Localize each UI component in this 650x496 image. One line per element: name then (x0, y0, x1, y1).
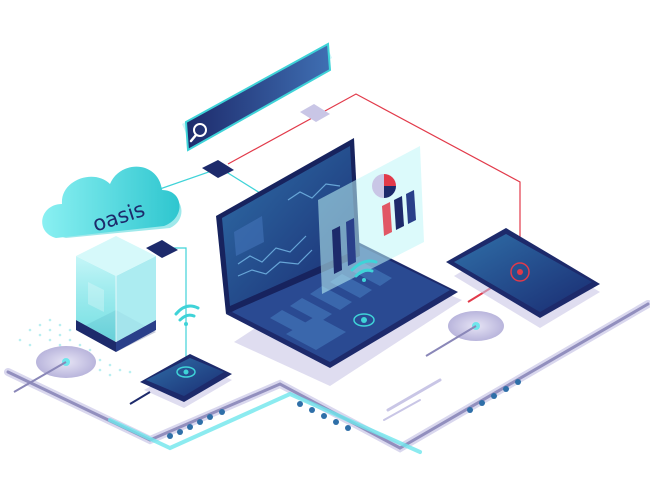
cloud-icon: oasis (42, 166, 182, 238)
phone-icon (129, 354, 232, 408)
pie-chart-icon (372, 174, 396, 198)
bar-chart-icon (332, 190, 416, 274)
search-icon (189, 123, 207, 143)
floating-chip (146, 104, 330, 258)
wifi-icon (350, 259, 378, 282)
laptop-node (353, 313, 375, 327)
right-node-disc (425, 311, 504, 357)
left-node-disc (13, 346, 96, 393)
search-bar (182, 42, 332, 152)
floor-track (4, 300, 650, 454)
wifi-icon (174, 304, 200, 326)
tablet-icon (446, 228, 600, 328)
chart-panel (318, 146, 424, 294)
server-icon (76, 236, 156, 352)
